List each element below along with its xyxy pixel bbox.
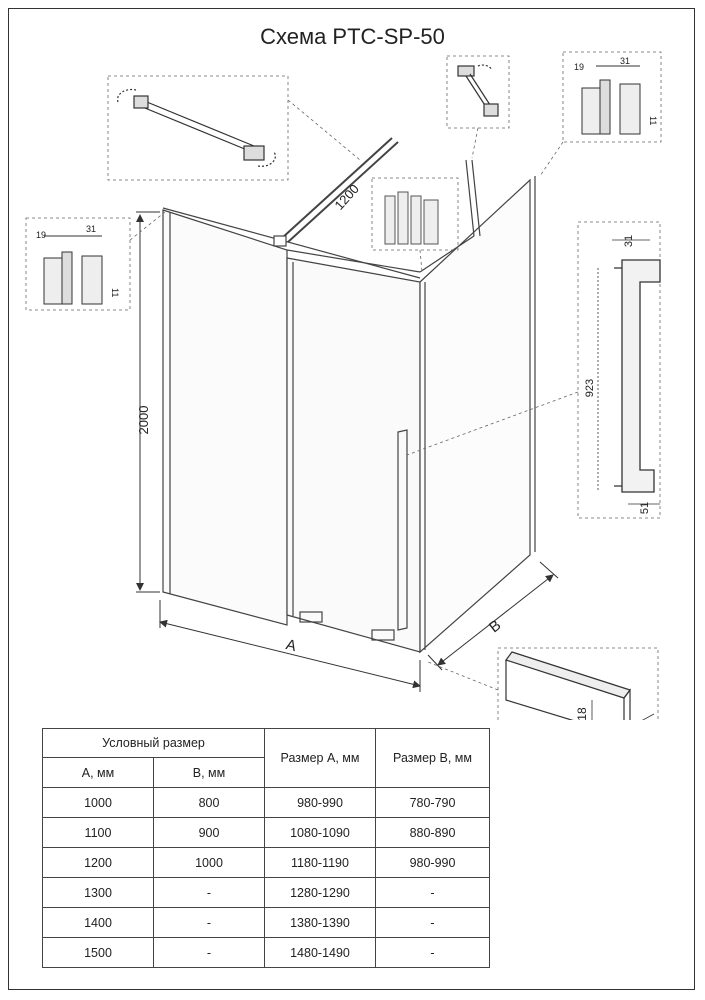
cell-size-a: 1080-1090: [264, 817, 376, 848]
detail-box-ceiling-support: [446, 55, 510, 129]
size-table: Условный размер Размер А, мм Размер В, м…: [42, 728, 490, 968]
width-a-label: A: [284, 636, 298, 655]
cell-size-b: 980-990: [375, 847, 490, 878]
width-a-dimension: [159, 600, 421, 692]
table-row: 1500 - 1480-1490 -: [42, 937, 490, 968]
stabilizer-bar-icon: [116, 88, 276, 167]
table-header-conditional-size: Условный размер: [42, 728, 265, 758]
rail-height-label: 18: [575, 707, 589, 720]
detail-box-profile-right: [562, 51, 662, 143]
cell-size-b: -: [375, 877, 490, 908]
detail-box-handle: [577, 221, 661, 519]
cell-b: -: [153, 907, 265, 938]
sliding-door: [286, 257, 421, 653]
shower-schema-drawing: 2000 A B 1200: [25, 51, 662, 720]
bottom-rail-icon: [505, 651, 655, 720]
bar-wall-mount: [273, 235, 287, 247]
handle-bottom-label: 51: [639, 502, 651, 514]
bar-length-label: 1200: [331, 181, 361, 213]
profile-left-h: 19: [36, 230, 46, 240]
profile-left-w: 31: [86, 224, 96, 234]
depth-b-label: B: [486, 617, 504, 637]
shower-enclosure: [162, 137, 536, 654]
table-row: 1300 - 1280-1290 -: [42, 877, 490, 908]
cell-size-b: -: [375, 907, 490, 938]
table-row: 1100 900 1080-1090 880-890: [42, 817, 490, 848]
table-row: 1000 800 980-990 780-790: [42, 787, 490, 818]
side-glass-panel: [419, 178, 531, 654]
table-header-size-b: Размер В, мм: [375, 728, 490, 788]
profile-left-gap: 11: [110, 288, 120, 297]
detail-box-wall-profile: [371, 177, 459, 251]
cell-a: 1300: [42, 877, 154, 908]
cell-b: -: [153, 937, 265, 968]
handle-length-label: 923: [584, 379, 596, 397]
cell-size-b: 880-890: [375, 817, 490, 848]
profile-right-gap: 11: [648, 116, 658, 125]
table-header-a: A, мм: [42, 757, 154, 788]
cell-a: 1500: [42, 937, 154, 968]
cell-size-b: 780-790: [375, 787, 490, 818]
detail-box-bottom-rail: [497, 647, 659, 720]
cell-size-a: 1380-1390: [264, 907, 376, 938]
profile-right-h: 19: [574, 62, 584, 72]
profile-right-w: 31: [620, 56, 630, 66]
cell-size-a: 980-990: [264, 787, 376, 818]
depth-b-dimension: [427, 561, 559, 671]
height-dimension: [136, 211, 160, 593]
wall-profile-icon: [384, 191, 439, 245]
cell-a: 1100: [42, 817, 154, 848]
profile-left-icon: [43, 235, 103, 305]
cell-b: 900: [153, 817, 265, 848]
table-header-size-a: Размер А, мм: [264, 728, 376, 788]
handle-detail-icon: [597, 239, 661, 505]
cell-a: 1200: [42, 847, 154, 878]
cell-size-a: 1280-1290: [264, 877, 376, 908]
fixed-glass-panel: [162, 209, 288, 626]
cell-b: 800: [153, 787, 265, 818]
height-label: 2000: [136, 406, 151, 435]
cell-a: 1400: [42, 907, 154, 938]
table-header-b: B, мм: [153, 757, 265, 788]
page-frame: [8, 8, 695, 990]
table-row: 1400 - 1380-1390 -: [42, 907, 490, 938]
profile-right-icon: [581, 65, 641, 135]
detail-box-profile-left: [25, 217, 131, 311]
cell-size-a: 1480-1490: [264, 937, 376, 968]
cell-b: -: [153, 877, 265, 908]
diagram-title: Схема PTC-SP-50: [260, 24, 445, 49]
handle-top-label: 31: [623, 235, 635, 247]
ceiling-support-icon: [457, 64, 499, 117]
cell-b: 1000: [153, 847, 265, 878]
detail-box-stabilizer: [107, 75, 289, 181]
table-row: 1200 1000 1180-1190 980-990: [42, 847, 490, 878]
cell-size-b: -: [375, 937, 490, 968]
cell-a: 1000: [42, 787, 154, 818]
cell-size-a: 1180-1190: [264, 847, 376, 878]
